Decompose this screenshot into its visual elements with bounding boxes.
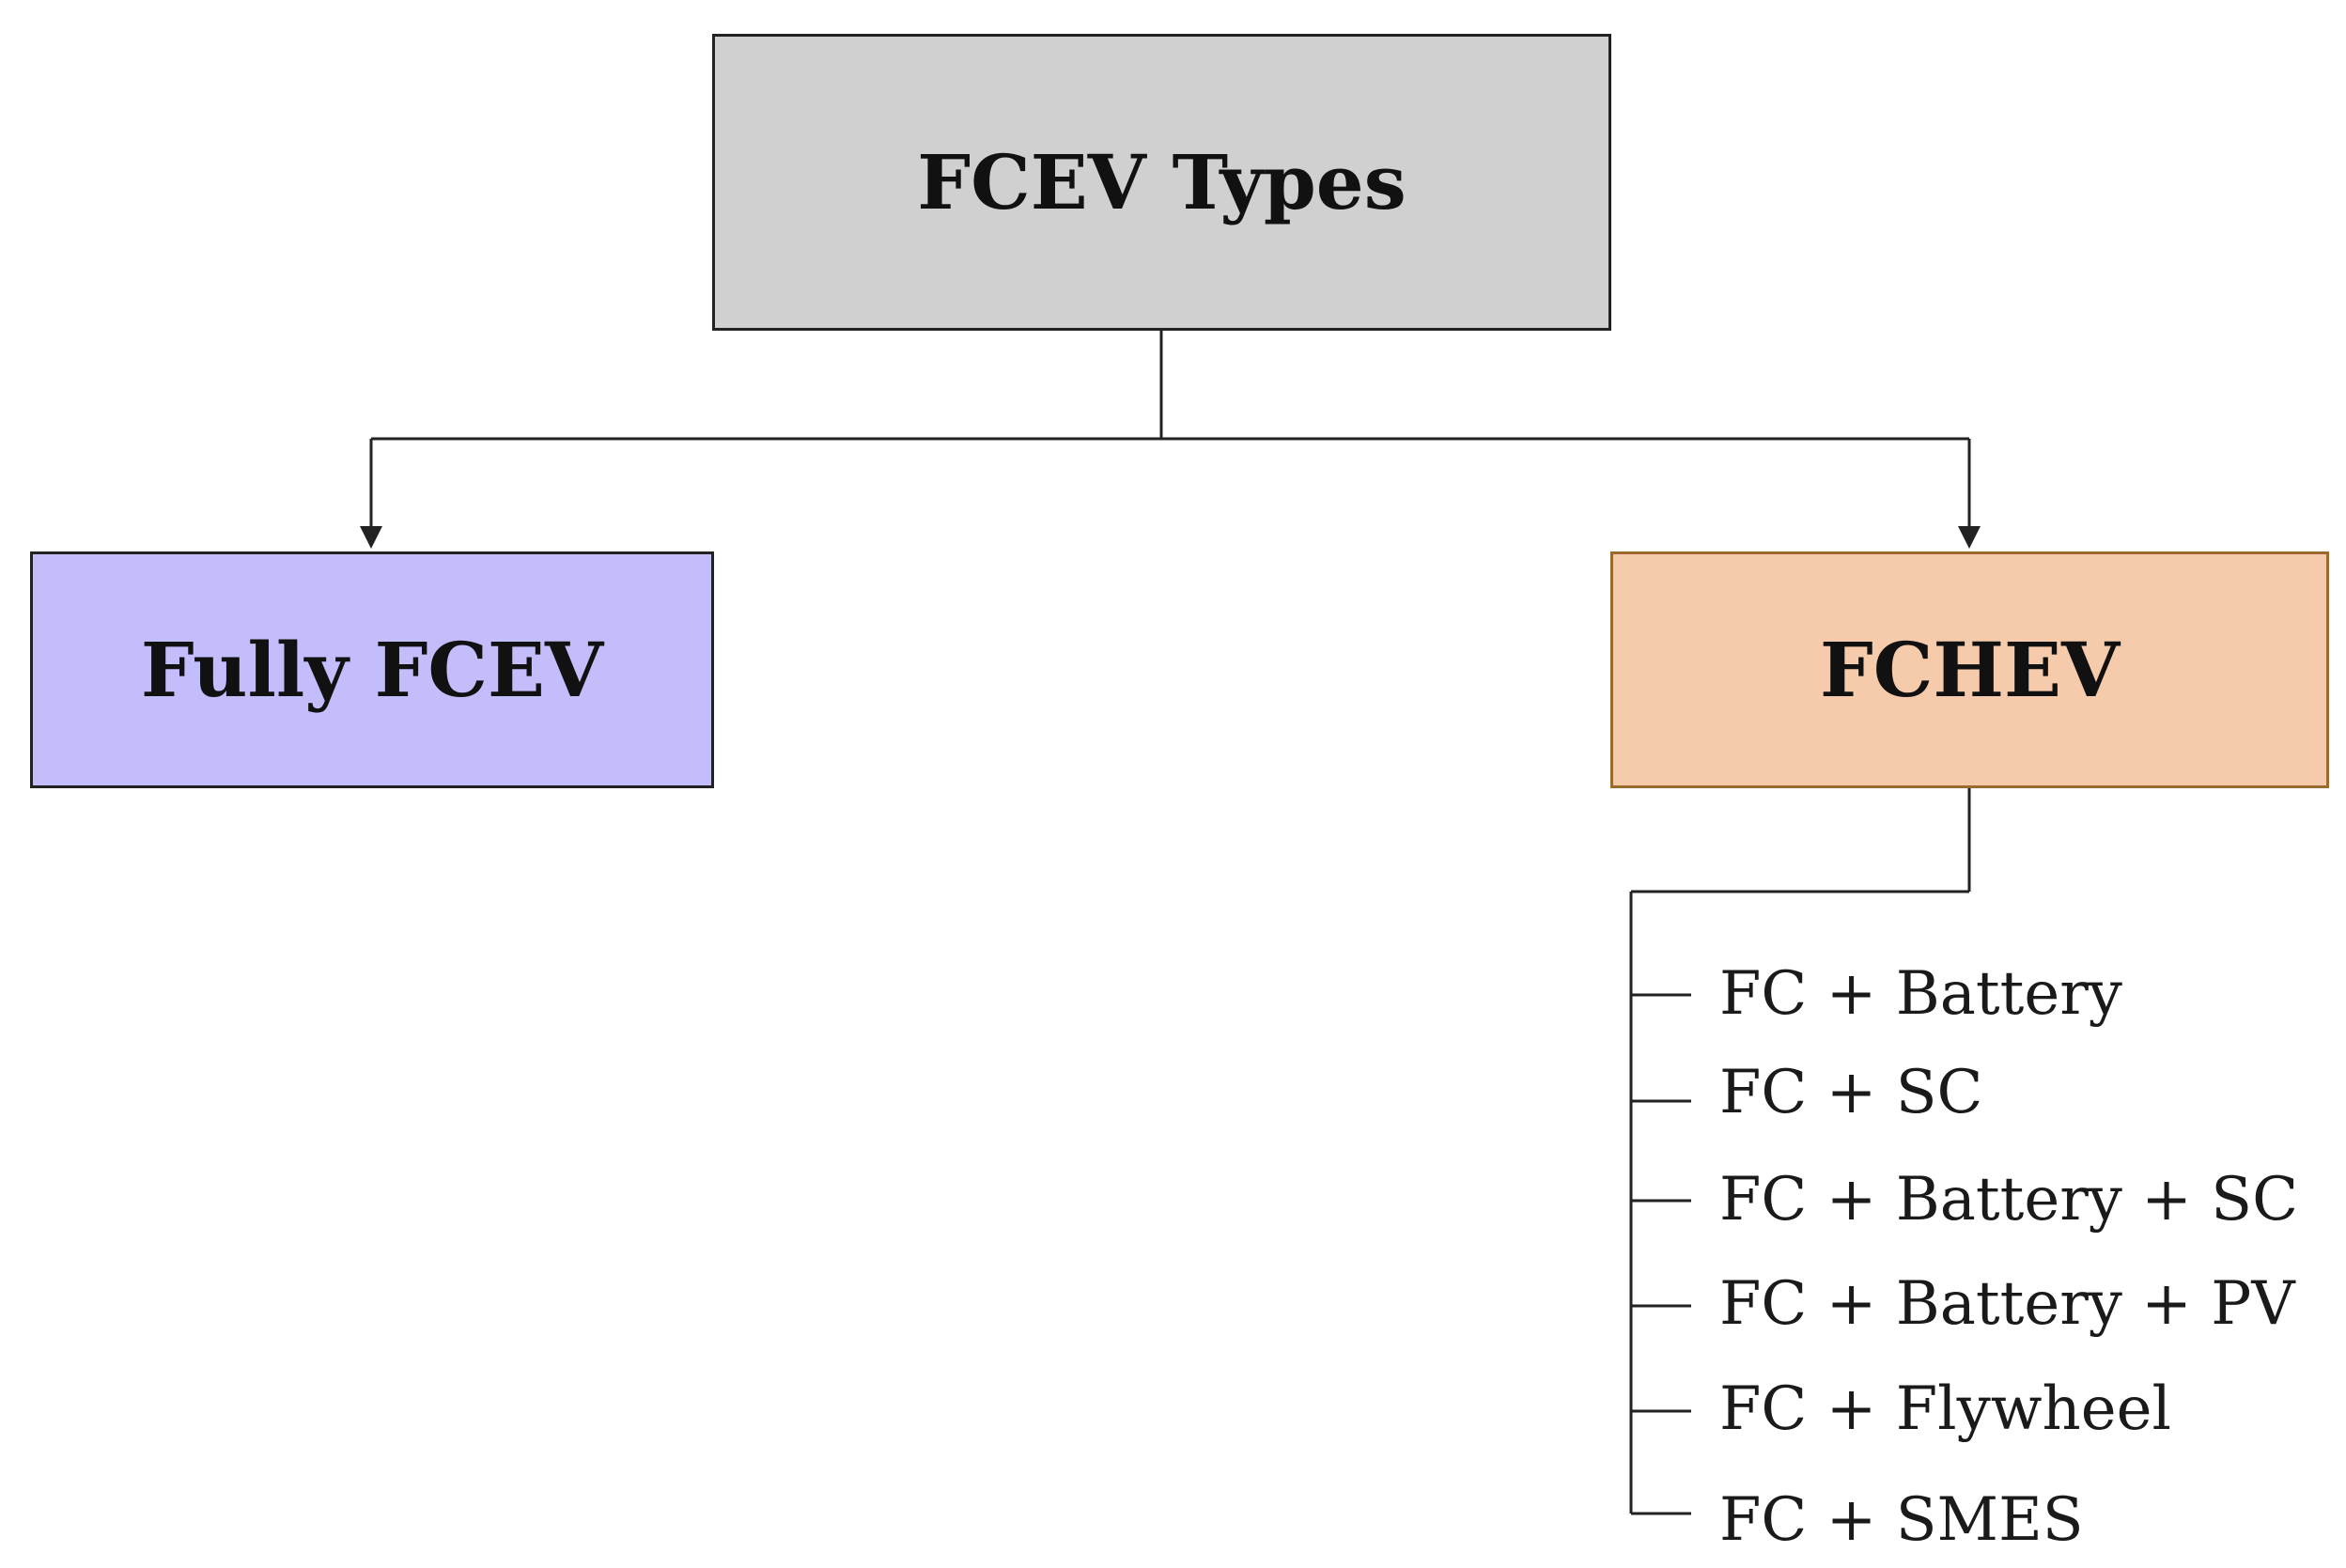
node-fully-fcev: Fully FCEV: [30, 551, 714, 788]
fchev-type-item: FC + Battery: [1719, 959, 2122, 1029]
root-node-fcev-types: FCEV Types: [712, 34, 1611, 331]
arrowhead-left: [360, 526, 382, 549]
fchev-type-item: FC + SMES: [1719, 1485, 2084, 1555]
fchev-type-item: FC + Battery + SC: [1719, 1165, 2299, 1234]
node-fchev: FCHEV: [1610, 551, 2329, 788]
fchev-type-item: FC + SC: [1719, 1058, 1983, 1127]
fchev-type-item: FC + Battery + PV: [1719, 1269, 2295, 1339]
node-fully-fcev-label: Fully FCEV: [140, 626, 604, 714]
arrowhead-right: [1958, 526, 1981, 549]
root-node-label: FCEV Types: [917, 138, 1406, 226]
node-fchev-label: FCHEV: [1819, 626, 2121, 714]
fchev-type-item: FC + Flywheel: [1719, 1374, 2171, 1444]
